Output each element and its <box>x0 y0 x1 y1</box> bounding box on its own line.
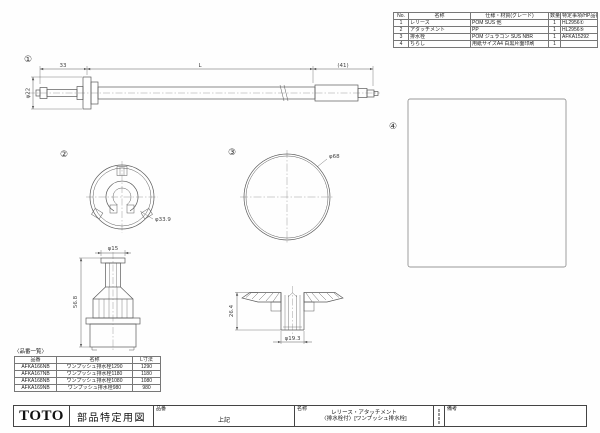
callout-2: ② <box>60 150 68 160</box>
cell-part-name: ワンプッシュ排水栓1290 <box>56 363 133 371</box>
size-table: 品番 名称 L寸法 AFKA166NB ワンプッシュ排水栓1290 1290 A… <box>14 356 161 392</box>
dim-19-3: φ19.3 <box>285 336 301 342</box>
size-list: 〈品番一覧〉 品番 名称 L寸法 AFKA166NB ワンプッシュ排水栓1290… <box>14 349 161 392</box>
cell-code: HL2956⑤ <box>560 26 598 34</box>
table-row: 4 ちらし 用紙サイズA4 白黒片面印刷 1 <box>393 40 598 48</box>
remarks-cell: 備考 <box>444 406 586 426</box>
view-drainplug-top: φ68 <box>240 150 340 244</box>
table-row: AFKA166NB ワンプッシュ排水栓1290 1290 <box>14 363 161 371</box>
size-list-title: 〈品番一覧〉 <box>14 349 48 355</box>
parts-table: No. 名称 仕様・材質(グレード) 数量 特定事項/HP品番 1 レリース P… <box>393 12 598 48</box>
cell-qty: 1 <box>548 19 561 27</box>
cell-part-name: ワンプッシュ排水栓1080 <box>56 377 133 385</box>
view-drainplug-section: 26.4 φ19.3 <box>229 286 344 344</box>
view-release-assembly: 33 L (41) φ22 <box>26 63 380 110</box>
view-attachment-front: φ15 56.8 <box>73 246 141 352</box>
cell-qty: 1 <box>548 40 561 48</box>
cell-qty: 1 <box>548 26 561 34</box>
cell-name: レリース <box>408 19 471 27</box>
cell-part-name: ワンプッシュ排水栓980 <box>56 384 133 392</box>
parts-table-header: No. 名称 仕様・材質(グレード) 数量 特定事項/HP品番 <box>393 12 598 20</box>
dim-56-8: 56.8 <box>73 295 79 308</box>
dim-68: φ68 <box>329 154 340 160</box>
cell-no: 2 <box>393 26 409 34</box>
product-name-line1: レリース・アタッチメント <box>331 409 397 416</box>
cell-l-dim: 1180 <box>132 370 161 378</box>
product-name-cell: 名称 レリース・アタッチメント 〈排水栓付〉[ワンプッシュ排水栓] <box>294 406 433 426</box>
toto-logo: TOTO <box>19 407 64 424</box>
cell-spec: POM ジュラコン SUS NBR <box>470 33 549 41</box>
col-no: No. <box>393 12 409 20</box>
dim-15: φ15 <box>108 246 119 252</box>
table-row: 3 排水栓 POM ジュラコン SUS NBR 1 AFKA15292 <box>393 33 598 41</box>
dim-26-4: 26.4 <box>229 304 235 317</box>
vertical-note-marks <box>433 406 444 426</box>
cell-spec: POM SUS 他 <box>470 19 549 27</box>
part-number-cell: 品番 上記 <box>153 406 294 426</box>
title-block: TOTO 部品特定用図 品番 上記 名称 レリース・アタッチメント 〈排水栓付〉… <box>13 405 587 427</box>
cell-no: 4 <box>393 40 409 48</box>
remarks-label: 備考 <box>447 406 458 412</box>
cell-name: ちらし <box>408 40 471 48</box>
cell-part-no: AFKA166NB <box>14 363 57 371</box>
dim-33: 33 <box>60 63 67 69</box>
size-table-header: 品番 名称 L寸法 <box>14 356 161 364</box>
cell-part-no: AFKA168NB <box>14 377 57 385</box>
part-number-value: 上記 <box>217 418 230 424</box>
col-part-no: 品番 <box>14 356 57 364</box>
callout-4: ④ <box>389 122 397 132</box>
cell-part-name: ワンプッシュ排水栓1180 <box>56 370 133 378</box>
dim-41: (41) <box>337 63 348 69</box>
col-part-name: 名称 <box>56 356 133 364</box>
dim-33-9: φ33.9 <box>155 217 171 223</box>
cell-qty: 1 <box>548 33 561 41</box>
doc-type-title: 部品特定用図 <box>69 406 153 426</box>
callout-3: ③ <box>228 148 236 158</box>
dim-22: φ22 <box>26 88 32 99</box>
dim-L: L <box>198 63 202 69</box>
cell-code: HL2956① <box>560 19 598 27</box>
callout-1: ① <box>24 55 32 65</box>
col-l-dim: L寸法 <box>132 356 161 364</box>
cell-l-dim: 980 <box>132 384 161 392</box>
table-row: 2 アタッチメント PP 1 HL2956⑤ <box>393 26 598 34</box>
cell-no: 3 <box>393 33 409 41</box>
cell-spec: 用紙サイズA4 白黒片面印刷 <box>470 40 549 48</box>
product-name-label: 名称 <box>297 406 308 412</box>
cell-name: 排水栓 <box>408 33 471 41</box>
cell-l-dim: 1290 <box>132 363 161 371</box>
cell-code: AFKA15292 <box>560 33 598 41</box>
cell-no: 1 <box>393 19 409 27</box>
leaflet-outline <box>407 98 567 268</box>
col-spec: 仕様・材質(グレード) <box>470 12 549 20</box>
product-name-line2: 〈排水栓付〉[ワンプッシュ排水栓] <box>321 416 407 422</box>
cell-l-dim: 1080 <box>132 377 161 385</box>
cell-name: アタッチメント <box>408 26 471 34</box>
table-row: AFKA169NB ワンプッシュ排水栓980 980 <box>14 384 161 392</box>
table-row: AFKA167NB ワンプッシュ排水栓1180 1180 <box>14 370 161 378</box>
table-row: 1 レリース POM SUS 他 1 HL2956① <box>393 19 598 27</box>
view-attachment-top: φ33.9 <box>86 161 171 233</box>
col-name: 名称 <box>408 12 471 20</box>
cell-code <box>560 40 598 48</box>
cell-part-no: AFKA169NB <box>14 384 57 392</box>
part-number-label: 品番 <box>156 406 167 412</box>
cell-spec: PP <box>470 26 549 34</box>
table-row: AFKA168NB ワンプッシュ排水栓1080 1080 <box>14 377 161 385</box>
cell-part-no: AFKA167NB <box>14 370 57 378</box>
col-code: 特定事項/HP品番 <box>560 12 598 20</box>
col-qty: 数量 <box>548 12 561 20</box>
